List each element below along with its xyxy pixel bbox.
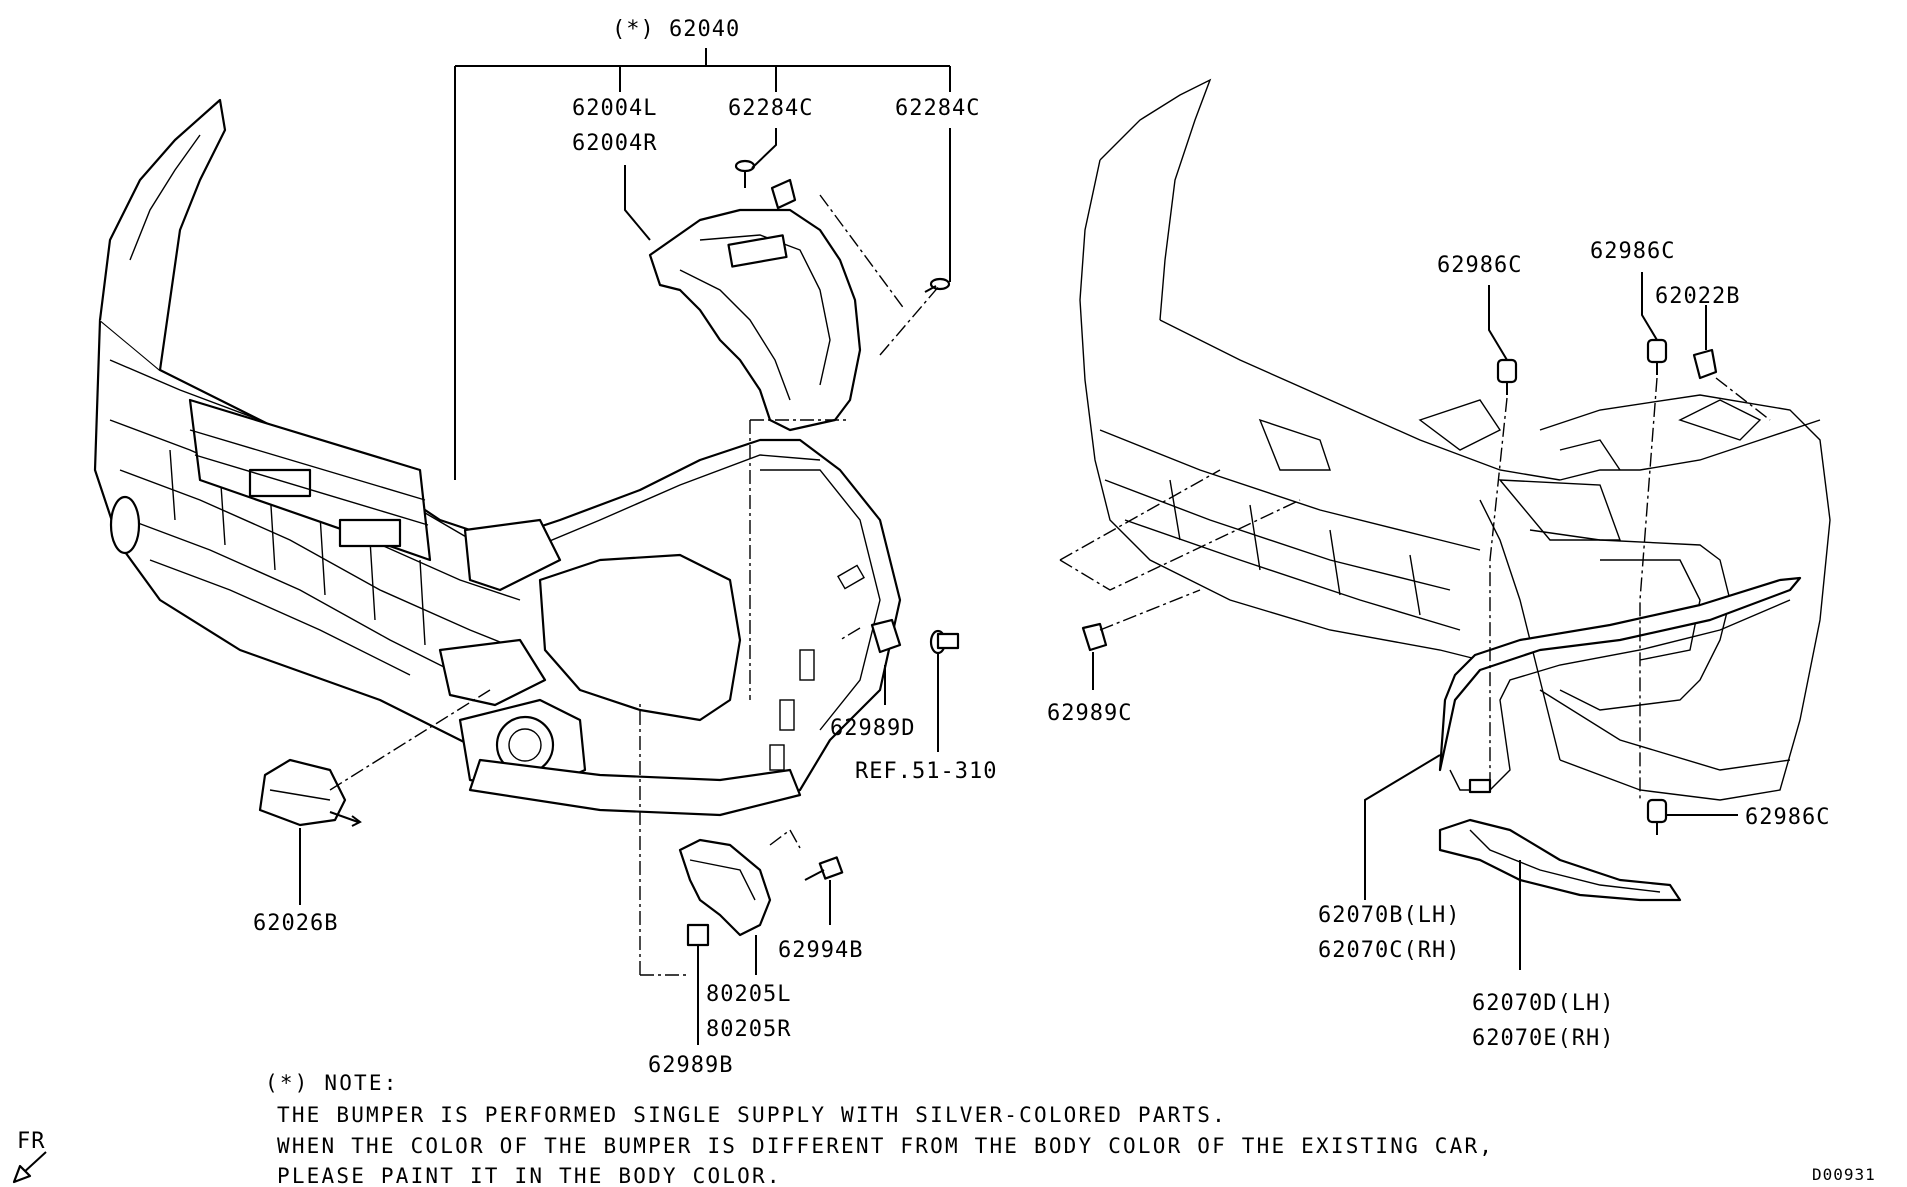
pin-ref-icon xyxy=(929,629,960,655)
leader-lines-left xyxy=(299,48,951,1045)
bolt-62994b-icon xyxy=(804,856,844,881)
label-62284c-b: 62284C xyxy=(895,96,980,121)
cover-62026b-drawing xyxy=(258,758,362,827)
label-62989d: 62989D xyxy=(830,716,915,741)
label-62284c-a: 62284C xyxy=(728,96,813,121)
direction-indicator: FR xyxy=(12,1129,47,1184)
label-62986c-c: 62986C xyxy=(1745,805,1830,830)
label-62989b: 62989B xyxy=(648,1053,733,1078)
note-line-1: THE BUMPER IS PERFORMED SINGLE SUPPLY WI… xyxy=(277,1103,1227,1127)
clip-62986c-b-icon xyxy=(1646,338,1668,375)
label-80205l: 80205L xyxy=(706,982,791,1007)
label-62986c-b: 62986C xyxy=(1590,239,1675,264)
label-62994b: 62994B xyxy=(778,938,863,963)
screws-drawing xyxy=(686,159,960,947)
clip-62989d-icon xyxy=(870,618,902,654)
label-assembly: (*) 62040 xyxy=(612,17,740,42)
label-62004r: 62004R xyxy=(572,131,657,156)
label-62070d: 62070D(LH) xyxy=(1472,991,1614,1016)
note-line-2: WHEN THE COLOR OF THE BUMPER IS DIFFEREN… xyxy=(277,1134,1494,1158)
note-heading: (*) NOTE: xyxy=(265,1071,399,1095)
diagram-id: D00931 xyxy=(1812,1165,1876,1184)
clip-62022b-icon xyxy=(1692,348,1718,380)
leader-lines-right xyxy=(1059,272,1771,970)
bracket-62004-drawing xyxy=(648,178,862,432)
label-62070e: 62070E(RH) xyxy=(1472,1026,1614,1051)
trim-strip-62070b-drawing xyxy=(1438,576,1802,794)
direction-label: FR xyxy=(17,1129,46,1154)
clips-right-drawing xyxy=(1081,338,1718,835)
lower-trim-62070d-drawing xyxy=(1438,818,1682,902)
bracket-80205-drawing xyxy=(678,838,772,937)
clip-62986c-c-icon xyxy=(1646,798,1668,835)
label-80205r: 80205R xyxy=(706,1017,791,1042)
label-ref: REF.51-310 xyxy=(855,759,997,784)
label-62026b: 62026B xyxy=(253,911,338,936)
note-line-3: PLEASE PAINT IT IN THE BODY COLOR. xyxy=(277,1164,782,1187)
rear-bumper-drawing xyxy=(1079,78,1831,801)
front-bumper-drawing xyxy=(93,98,902,817)
clip-62989c-icon xyxy=(1081,622,1108,652)
label-62989c: 62989C xyxy=(1047,701,1132,726)
label-62070c: 62070C(RH) xyxy=(1318,938,1460,963)
label-62004l: 62004L xyxy=(572,96,657,121)
label-62022b: 62022B xyxy=(1655,284,1740,309)
clip-62986c-a-icon xyxy=(1496,358,1518,395)
label-62070b: 62070B(LH) xyxy=(1318,903,1460,928)
screw-62284c-a-icon xyxy=(734,159,756,188)
nut-62989b-icon xyxy=(686,923,710,947)
screw-62284c-b-icon xyxy=(924,277,951,293)
front-arrow-icon xyxy=(12,1151,47,1184)
note-block: (*) NOTE: THE BUMPER IS PERFORMED SINGLE… xyxy=(265,1071,1494,1187)
label-62986c-a: 62986C xyxy=(1437,253,1522,278)
part-labels: (*) 62040 62004L 62004R 62284C 62284C 62… xyxy=(253,17,1830,1078)
